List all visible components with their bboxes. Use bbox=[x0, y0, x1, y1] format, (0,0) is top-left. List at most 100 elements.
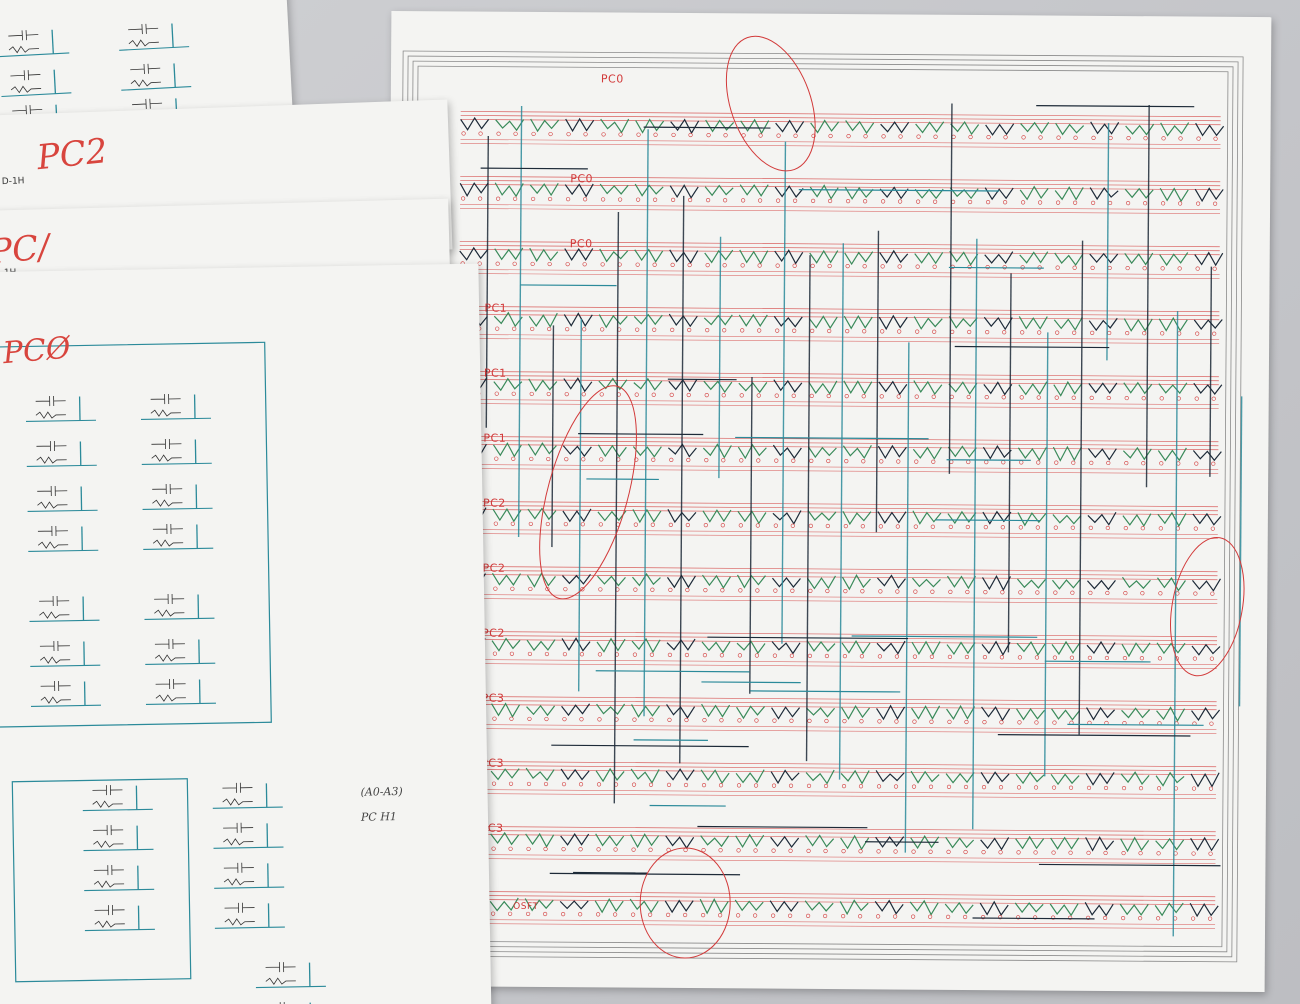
gate-trace bbox=[806, 707, 836, 718]
gate-trace bbox=[632, 446, 662, 458]
resistor-symbol bbox=[152, 539, 184, 547]
power-rail bbox=[459, 245, 1220, 252]
via bbox=[911, 784, 917, 789]
via bbox=[565, 327, 570, 332]
resistor-symbol bbox=[154, 654, 186, 662]
gate-trace bbox=[527, 442, 557, 457]
via bbox=[862, 199, 868, 204]
gate-trace bbox=[596, 637, 626, 653]
power-rail bbox=[457, 505, 1218, 512]
via bbox=[1191, 851, 1196, 856]
gate-trace bbox=[877, 444, 907, 460]
via bbox=[823, 783, 829, 789]
via bbox=[1138, 851, 1143, 856]
gate-trace bbox=[701, 703, 731, 718]
via bbox=[544, 651, 550, 657]
gate-trace bbox=[981, 706, 1011, 722]
power-rail bbox=[457, 566, 1218, 573]
via bbox=[1016, 850, 1021, 855]
via bbox=[581, 392, 586, 397]
via bbox=[526, 846, 531, 852]
gate-trace bbox=[529, 247, 559, 263]
via bbox=[772, 718, 777, 723]
hand-label-pc2: PC2 bbox=[35, 131, 110, 179]
via bbox=[491, 781, 497, 786]
via bbox=[561, 782, 567, 787]
ground-rail bbox=[455, 793, 1216, 800]
gate-trace bbox=[842, 445, 872, 460]
via bbox=[736, 848, 741, 853]
via bbox=[967, 264, 972, 270]
via bbox=[775, 263, 780, 268]
via bbox=[823, 913, 828, 919]
gate-trace bbox=[735, 769, 765, 784]
capacitor-symbol bbox=[130, 63, 161, 75]
gate-trace bbox=[878, 380, 908, 396]
gate-trace bbox=[633, 377, 663, 391]
via bbox=[478, 196, 483, 201]
via bbox=[722, 328, 727, 333]
gate-trace bbox=[1087, 448, 1117, 461]
power-rail bbox=[457, 509, 1218, 516]
via bbox=[984, 395, 989, 400]
via bbox=[912, 654, 918, 659]
ground-rail bbox=[455, 858, 1216, 865]
via bbox=[986, 135, 991, 140]
gate-trace bbox=[771, 577, 801, 589]
gate-trace bbox=[735, 833, 765, 849]
jumper-wire bbox=[649, 804, 726, 807]
via bbox=[683, 847, 688, 853]
resistor-symbol bbox=[35, 411, 66, 419]
schematic-wire bbox=[121, 86, 192, 91]
schematic-wire bbox=[119, 46, 190, 51]
via bbox=[846, 134, 851, 139]
gate-trace bbox=[562, 445, 592, 458]
gate-trace bbox=[595, 833, 625, 847]
gate-trace bbox=[947, 445, 977, 458]
gate-trace bbox=[1017, 578, 1046, 589]
via bbox=[963, 849, 968, 855]
gate-trace bbox=[700, 769, 730, 785]
via bbox=[508, 781, 514, 786]
gate-trace bbox=[597, 444, 627, 458]
power-rail bbox=[456, 761, 1217, 768]
resistor-symbol bbox=[155, 694, 186, 702]
via bbox=[844, 394, 849, 399]
capacitor-symbol bbox=[36, 440, 67, 452]
resistor-symbol bbox=[130, 79, 161, 88]
row-label: PC1 bbox=[483, 366, 507, 380]
via bbox=[758, 133, 763, 138]
via bbox=[1209, 721, 1214, 726]
gate-trace bbox=[1195, 122, 1225, 137]
gate-trace bbox=[946, 575, 976, 590]
capacitor-symbol bbox=[93, 825, 124, 836]
gate-trace bbox=[878, 314, 908, 331]
via bbox=[1072, 200, 1078, 205]
ground-rail bbox=[457, 598, 1218, 605]
via bbox=[1106, 460, 1111, 466]
gate-trace bbox=[1018, 381, 1048, 396]
via bbox=[1019, 395, 1024, 400]
gate-trace bbox=[913, 316, 943, 330]
gate-trace bbox=[1016, 707, 1046, 721]
gate-trace bbox=[632, 508, 662, 524]
via bbox=[509, 651, 515, 656]
gate-trace bbox=[981, 640, 1011, 657]
power-rail bbox=[458, 379, 1219, 386]
via bbox=[719, 718, 724, 723]
gate-trace bbox=[736, 640, 766, 655]
power-rail bbox=[459, 306, 1220, 313]
gate-trace bbox=[563, 312, 593, 327]
gate-trace bbox=[1054, 186, 1084, 201]
gate-trace bbox=[560, 768, 590, 781]
via bbox=[578, 782, 584, 787]
via bbox=[824, 718, 829, 724]
gate-trace bbox=[770, 769, 800, 785]
gate-trace bbox=[525, 767, 555, 782]
row-label: PC2 bbox=[482, 496, 506, 510]
gate-trace bbox=[526, 639, 556, 652]
gate-trace bbox=[562, 574, 591, 585]
gate-trace bbox=[1054, 252, 1084, 267]
resistor-symbol bbox=[224, 918, 255, 926]
gate-trace bbox=[774, 249, 804, 265]
